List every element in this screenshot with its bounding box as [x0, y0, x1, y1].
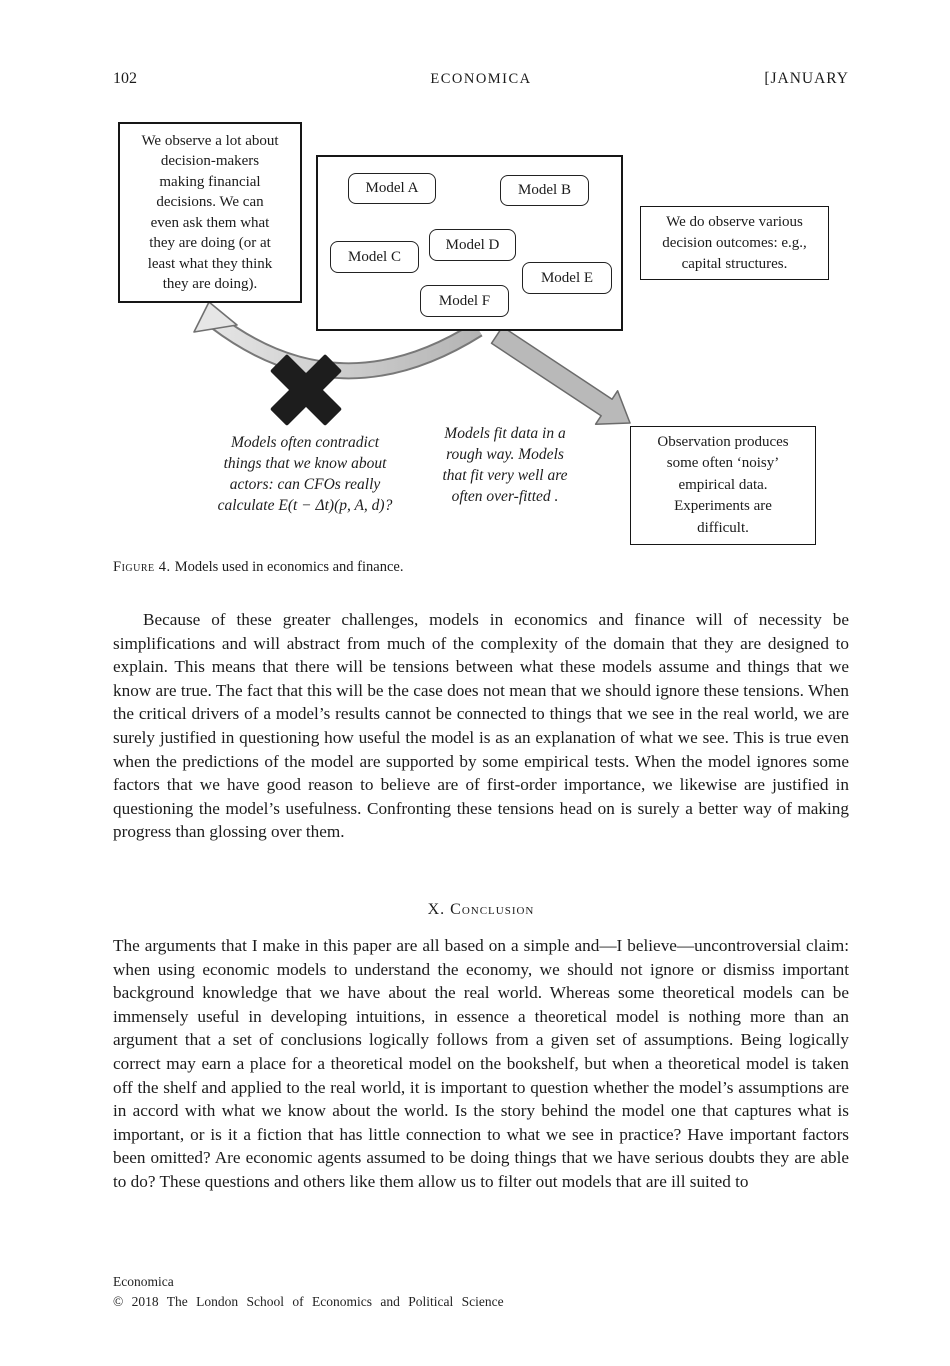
- figure-caption-text: Models used in economics and finance.: [174, 559, 404, 575]
- figure-4-diagram: We observe a lot about decision-makers m…: [0, 118, 950, 562]
- figure-box-decision-outcomes: We do observe various decision outcomes:…: [640, 206, 829, 280]
- figure-box-noisy-data: Observation produces some often ‘noisy’ …: [630, 426, 816, 545]
- curved-arrow-band: [212, 316, 482, 378]
- figure-box-observe-decision-makers: We observe a lot about decision-makers m…: [118, 122, 302, 303]
- issue-label: [JANUARY: [764, 70, 849, 87]
- paragraph-tensions: Because of these greater challenges, mod…: [113, 610, 849, 842]
- annotation-models-fit-data: Models fit data in a rough way. Models t…: [442, 425, 568, 505]
- page-number: 102: [113, 70, 137, 87]
- footer-copyright: © 2018 The London School of Economics an…: [113, 1294, 504, 1309]
- section-heading-conclusion: X. Conclusion: [427, 901, 535, 918]
- curved-arrow-head-icon: [193, 301, 238, 333]
- figure-box-models-container: Model A Model B Model C Model D Model E …: [316, 155, 623, 331]
- figure-caption-label: Figure 4.: [113, 559, 175, 575]
- model-a-node: Model A: [348, 173, 436, 204]
- figure-caption: Figure 4. Models used in economics and f…: [113, 559, 403, 576]
- model-b-node: Model B: [500, 175, 589, 206]
- model-e-node: Model E: [522, 262, 612, 294]
- straight-arrow-icon: [490, 325, 631, 425]
- paragraph-conclusion: The arguments that I make in this paper …: [113, 936, 849, 1191]
- annotation-models-contradict: Models often contradict things that we k…: [217, 434, 393, 514]
- footer-journal-name: Economica: [113, 1274, 174, 1289]
- model-d-node: Model D: [429, 229, 516, 261]
- page-footer: Economica © 2018 The London School of Ec…: [113, 1274, 504, 1310]
- journal-running-title: ECONOMICA: [430, 71, 532, 87]
- figure-arrows-layer: [193, 301, 631, 426]
- model-f-node: Model F: [420, 285, 509, 317]
- running-head: 102 ECONOMICA [JANUARY: [113, 70, 849, 92]
- x-cross-icon: [270, 354, 342, 426]
- model-c-node: Model C: [330, 241, 419, 273]
